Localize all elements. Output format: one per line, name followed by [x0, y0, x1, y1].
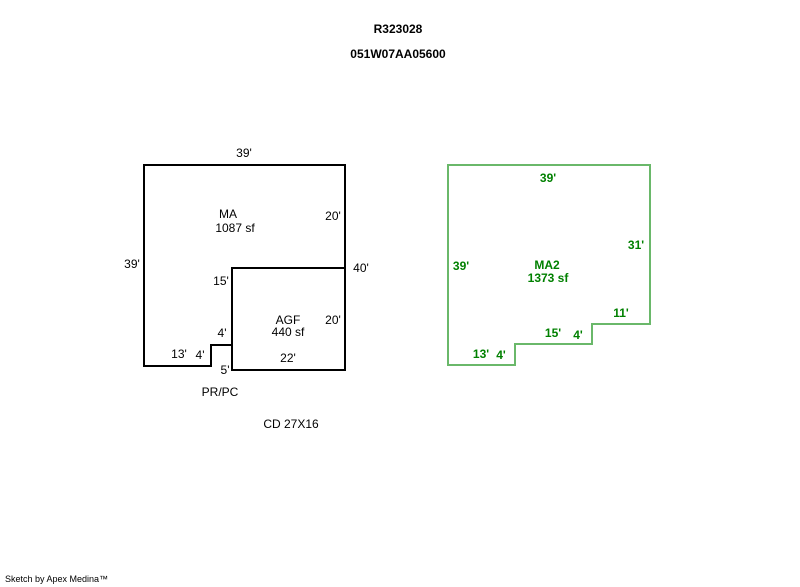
- dim-bottom-4: 4': [196, 348, 205, 362]
- ma2-outline: [447, 164, 651, 366]
- dim-bottom-5: 5': [221, 363, 230, 377]
- ma-area: 1087 sf: [215, 221, 255, 235]
- agf-area: 440 sf: [272, 325, 305, 339]
- dim-ma2-step-11: 11': [613, 306, 629, 320]
- ma2-area: 1373 sf: [528, 271, 570, 285]
- cd-label: CD 27X16: [263, 417, 319, 431]
- dim-inner-15: 15': [213, 274, 229, 288]
- dim-ma2-left: 39': [453, 259, 469, 273]
- dim-ma2-step-15: 15': [545, 326, 561, 340]
- dim-right-upper: 20': [325, 209, 341, 223]
- account-number: R323028: [374, 22, 423, 36]
- sketch-credit: Sketch by Apex Medina™: [5, 574, 109, 584]
- dim-agf-bottom: 22': [280, 351, 296, 365]
- dim-ma2-step-4b: 4': [496, 348, 506, 362]
- dim-ma2-step-4a: 4': [573, 328, 583, 342]
- dim-inner-4: 4': [218, 326, 227, 340]
- ma2-label: MA2: [534, 258, 560, 272]
- ma-outline: [143, 164, 346, 367]
- ma-label: MA: [219, 207, 237, 221]
- pr-pc-label: PR/PC: [202, 385, 239, 399]
- dim-ma2-top: 39': [540, 171, 556, 185]
- agf-label: AGF: [276, 313, 301, 327]
- map-number: 051W07AA05600: [350, 47, 446, 61]
- dim-left: 39': [124, 257, 140, 271]
- dim-top: 39': [236, 146, 252, 160]
- dim-agf-right: 20': [325, 313, 341, 327]
- dim-ma2-right: 31': [628, 238, 644, 252]
- dim-bottom-13: 13': [171, 347, 187, 361]
- dim-right-total: 40': [353, 261, 369, 275]
- dim-ma2-step-13: 13': [473, 347, 489, 361]
- agf-outline: [231, 267, 346, 371]
